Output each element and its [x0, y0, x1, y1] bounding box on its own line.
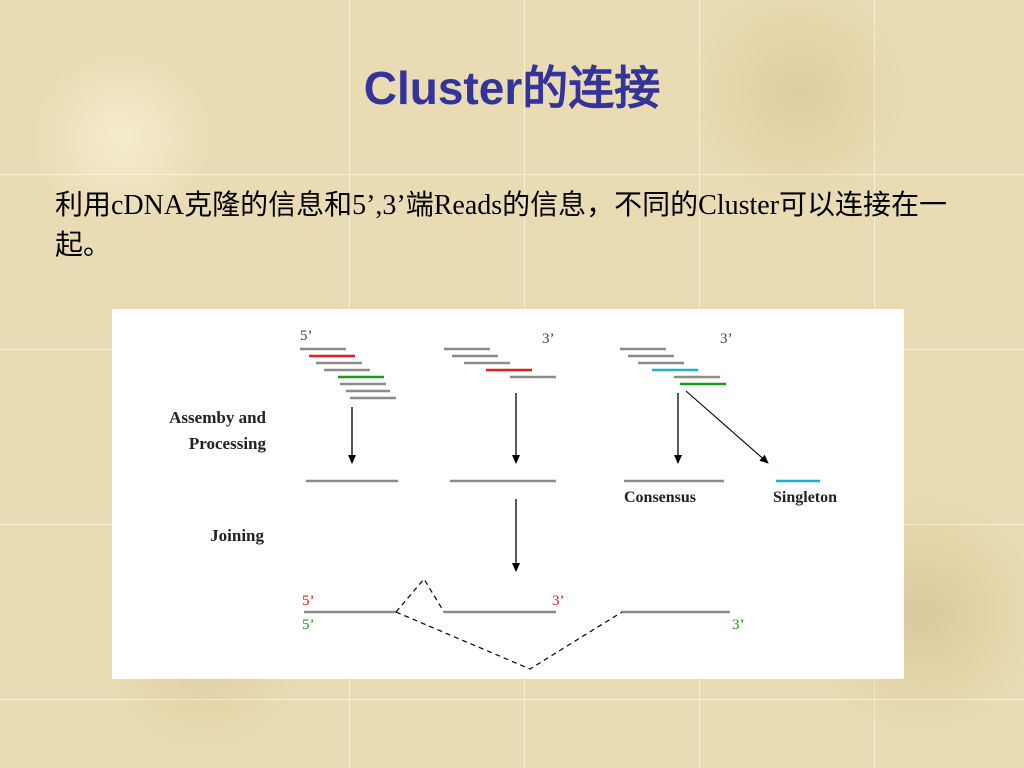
stage-label-joining: Joining: [210, 526, 264, 545]
slide-title: Cluster的连接: [363, 62, 661, 114]
joined-top-3-label: 3’: [552, 593, 565, 609]
cluster-joining-diagram: Assemby and Processing Joining 5’ 3’ 3’: [112, 309, 904, 679]
cluster-3-reads: [620, 347, 726, 386]
stage-label-assembly-1: Assemby and: [169, 408, 266, 427]
diagram-canvas: Assemby and Processing Joining 5’ 3’ 3’: [169, 328, 837, 670]
consensus-label: Consensus: [624, 489, 696, 506]
cluster-1-reads: [300, 347, 396, 400]
slide-body-text: 利用cDNA克隆的信息和5’,3’端Reads的信息，不同的Cluster可以连…: [55, 190, 948, 261]
singleton-arrow: [685, 390, 769, 464]
cluster-2-reads: [444, 347, 556, 379]
singleton-label: Singleton: [773, 489, 837, 506]
cluster-1-end-label: 5’: [300, 328, 313, 344]
cluster-2-end-label: 3’: [542, 331, 555, 347]
cluster-3-end-label: 3’: [720, 331, 733, 347]
joined-bottom-5-label: 5’: [302, 617, 315, 633]
intron-link-2: [395, 611, 623, 670]
joined-top-5-label: 5’: [302, 593, 315, 609]
joined-bottom-3-label: 3’: [732, 617, 745, 633]
stage-label-assembly-2: Processing: [189, 434, 267, 453]
intron-link-1: [395, 577, 445, 613]
